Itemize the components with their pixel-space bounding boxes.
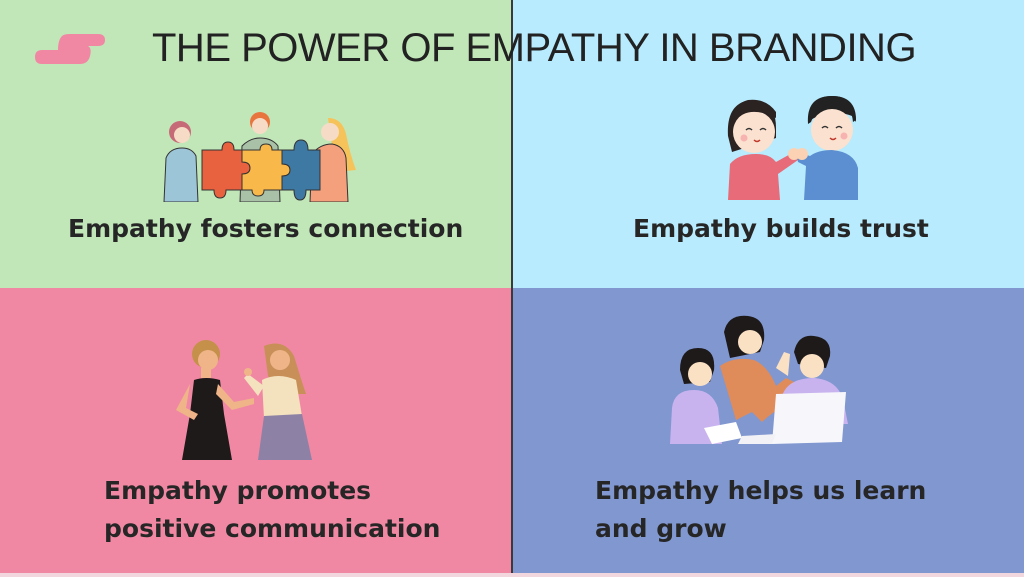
caption-communication: Empathy promotes positive communication bbox=[104, 476, 441, 543]
page-title: THE POWER OF EMPATHY IN BRANDING bbox=[152, 26, 917, 70]
learning-group-illustration-icon bbox=[670, 315, 848, 444]
women-talking-illustration-icon bbox=[176, 340, 312, 460]
bottom-strip bbox=[0, 573, 1024, 577]
pink-brush-stroke-icon bbox=[35, 34, 105, 64]
caption-connection: Empathy fosters connection bbox=[68, 214, 464, 243]
quadrant-learn-grow bbox=[512, 288, 1024, 573]
caption-trust: Empathy builds trust bbox=[633, 214, 929, 243]
caption-learn-grow: Empathy helps us learn and grow bbox=[595, 476, 927, 543]
pinky-promise-illustration-icon bbox=[727, 96, 858, 200]
quadrant-communication bbox=[0, 288, 512, 573]
puzzle-team-illustration-icon bbox=[163, 112, 356, 202]
vertical-divider bbox=[511, 0, 513, 573]
